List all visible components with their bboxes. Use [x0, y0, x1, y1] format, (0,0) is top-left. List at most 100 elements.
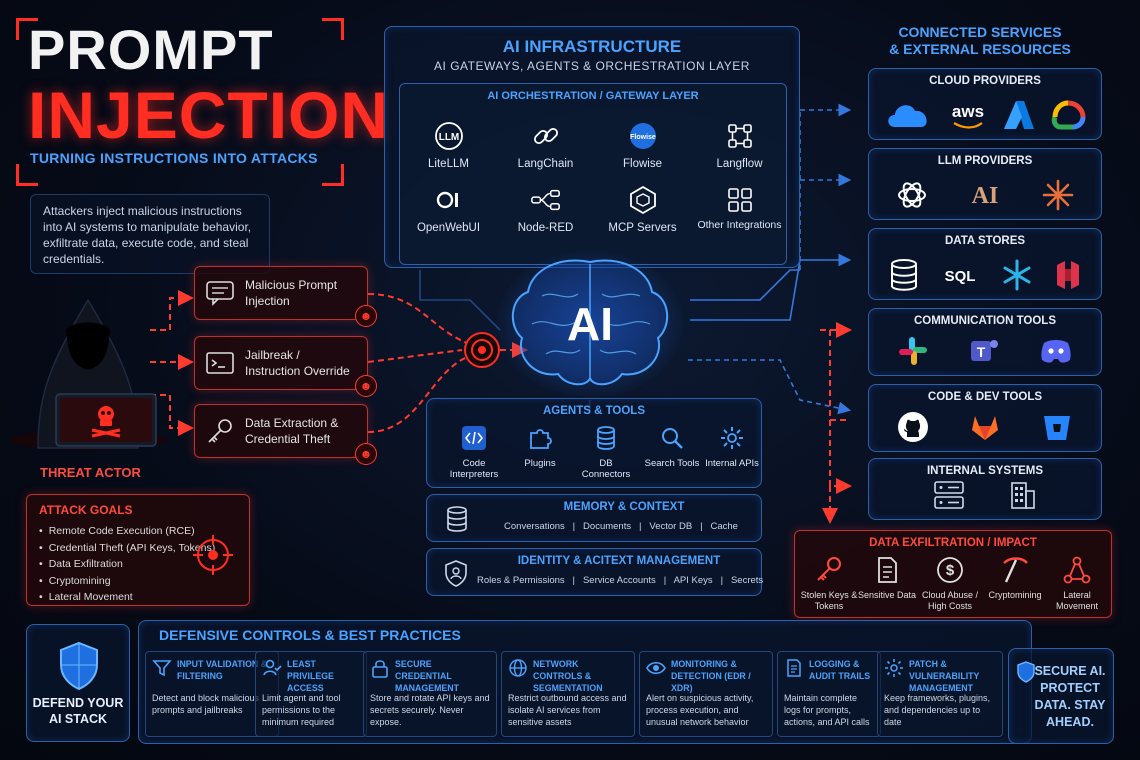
svg-text:LLM: LLM [438, 132, 459, 143]
filter-icon [152, 660, 172, 677]
shield-icon [60, 641, 98, 691]
network-icon [1063, 556, 1091, 584]
list-item: Credential Theft (API Keys, Tokens) [39, 540, 237, 557]
terminal-icon [206, 352, 234, 374]
service-title: DATA STORES [944, 235, 1026, 247]
ai-infrastructure-title: AI INFRASTRUCTURE [502, 37, 682, 56]
agent-tool-db-connectors[interactable]: DB Connectors [575, 425, 637, 480]
brain-label: AI [567, 298, 613, 350]
agent-tool-label: Internal APIs [705, 458, 759, 469]
svg-text:$: $ [946, 562, 955, 579]
user-check-icon [263, 659, 282, 676]
impact-lateral-movement: Lateral Movement [1047, 555, 1107, 612]
chain-link-icon [530, 120, 562, 152]
control-desc: Restrict outbound access and isolate AI … [508, 693, 627, 727]
intro-description: Attackers inject malicious instructions … [30, 194, 270, 274]
discord-logo [1041, 340, 1071, 363]
tool-langflow[interactable]: Langflow [691, 120, 788, 170]
control-desc: Detect and block malicious prompts and j… [152, 693, 260, 715]
agent-tool-label: Search Tools [644, 458, 700, 469]
service-code-dev-tools[interactable]: CODE & DEV TOOLS [868, 384, 1102, 452]
memory-context-panel: MEMORY & CONTEXT Conversations | Documen… [426, 494, 762, 542]
tool-mcp-servers[interactable]: MCP Servers [594, 184, 691, 234]
devil-icon: ☻ [355, 305, 377, 327]
control-desc: Alert on suspicious activity, process ex… [646, 693, 754, 727]
control-title: LOGGING & AUDIT TRAILS [809, 659, 871, 681]
svg-text:AI: AI [972, 183, 999, 209]
control-patch-management[interactable]: PATCH & VULNERABILITY MANAGEMENT Keep fr… [877, 651, 1003, 737]
search-icon [662, 428, 683, 449]
defensive-controls-title: DEFENSIVE CONTROLS & BEST PRACTICES [159, 627, 461, 643]
agent-tool-search-tools[interactable]: Search Tools [641, 425, 703, 469]
document-icon [878, 557, 897, 583]
attack-label: Data Extraction & Credential Theft [245, 416, 339, 446]
attack-data-extraction[interactable]: Data Extraction & Credential Theft ☻ [194, 404, 377, 465]
attack-jailbreak[interactable]: Jailbreak / Instruction Override ☻ [194, 336, 377, 397]
service-data-stores[interactable]: DATA STORES SQL [868, 228, 1102, 300]
gear-shield-icon [885, 659, 903, 677]
tool-langchain[interactable]: LangChain [497, 120, 594, 170]
code-icon [462, 426, 486, 450]
defend-badge: DEFEND YOUR AI STACK [26, 624, 130, 742]
control-secure-credentials[interactable]: SECURE CREDENTIAL MANAGEMENT Store and r… [363, 651, 497, 737]
chat-icon [206, 281, 234, 306]
control-monitoring-detection[interactable]: MONITORING & DETECTION (EDR / XDR) Alert… [639, 651, 773, 737]
agent-tool-internal-apis[interactable]: Internal APIs [701, 425, 763, 469]
control-desc: Limit agent and tool permissions to the … [262, 693, 341, 727]
connected-services-title-line2: & EXTERNAL RESOURCES [889, 41, 1071, 57]
service-llm-providers[interactable]: LLM PROVIDERS AI [868, 148, 1102, 220]
page-title-line2: INJECTION [28, 78, 390, 152]
flowise-icon: Flowise [627, 120, 659, 152]
tool-litellm[interactable]: LLM LiteLLM [400, 120, 497, 170]
list-item: Data Exfiltration [39, 556, 237, 573]
tool-flowise[interactable]: Flowise Flowise [594, 120, 691, 170]
brain-icon: AI [494, 248, 686, 400]
tool-label: LiteLLM [428, 158, 469, 170]
service-communication-tools[interactable]: COMMUNICATION TOOLS T [868, 308, 1102, 376]
control-title: LEAST PRIVILEGE ACCESS [287, 659, 334, 693]
connected-services-title: CONNECTED SERVICES & EXTERNAL RESOURCES [880, 24, 1080, 58]
agents-tools-title: AGENTS & TOOLS [542, 405, 646, 417]
gear-icon [721, 427, 743, 449]
azure-logo [1004, 101, 1035, 129]
pickaxe-icon [1003, 557, 1028, 583]
ai-infrastructure-panel: AI INFRASTRUCTURE AI GATEWAYS, AGENTS & … [384, 26, 800, 268]
control-title: SECURE CREDENTIAL MANAGEMENT [395, 659, 460, 693]
service-title: COMMUNICATION TOOLS [913, 315, 1057, 327]
service-cloud-providers[interactable]: CLOUD PROVIDERS aws [868, 68, 1102, 140]
grid-icon [724, 184, 756, 216]
control-desc: Store and rotate API keys and secrets se… [370, 693, 490, 727]
attack-label: Malicious Prompt Injection [245, 278, 338, 308]
dollar-icon: $ [937, 557, 963, 583]
redshift-icon [1057, 261, 1080, 289]
service-internal-systems[interactable]: INTERNAL SYSTEMS [868, 458, 1102, 520]
globe-icon [509, 659, 527, 677]
litellm-icon: LLM [433, 120, 465, 152]
tool-openwebui[interactable]: OpenWebUI [400, 184, 497, 234]
sparkle-logo [1042, 179, 1073, 211]
tool-label: Other Integrations [697, 219, 782, 231]
agent-tool-code-interpreters[interactable]: Code Interpreters [443, 425, 505, 480]
openwebui-icon [433, 184, 465, 216]
agent-tool-plugins[interactable]: Plugins [509, 425, 571, 469]
service-title: INTERNAL SYSTEMS [926, 465, 1044, 477]
control-network-segmentation[interactable]: NETWORK CONTROLS & SEGMENTATION Restrict… [501, 651, 635, 737]
service-title: CODE & DEV TOOLS [927, 391, 1043, 403]
control-title: PATCH & VULNERABILITY MANAGEMENT [909, 659, 980, 693]
impact-label: Cryptomining [988, 590, 1042, 600]
control-least-privilege[interactable]: LEAST PRIVILEGE ACCESS Limit agent and t… [255, 651, 367, 737]
tool-node-red[interactable]: Node-RED [497, 184, 594, 234]
secure-message: SECURE AI. PROTECT DATA. STAY AHEAD. [1034, 664, 1106, 729]
control-logging-audit[interactable]: LOGGING & AUDIT TRAILS Maintain complete… [777, 651, 881, 737]
node-red-icon [530, 184, 562, 216]
secure-ai-badge: SECURE AI. PROTECT DATA. STAY AHEAD. [1008, 648, 1114, 744]
tool-other-integrations[interactable]: Other Integrations [691, 184, 788, 231]
cloud-icon [888, 105, 927, 127]
devil-icon: ☻ [355, 375, 377, 397]
bitbucket-logo [1044, 416, 1070, 440]
title-block [16, 18, 344, 186]
attack-malicious-prompt-injection[interactable]: Malicious Prompt Injection ☻ [194, 266, 377, 327]
service-title: LLM PROVIDERS [937, 155, 1033, 167]
server-icon [934, 481, 964, 509]
identity-management-panel: IDENTITY & ACITEXT MANAGEMENT Roles & Pe… [426, 548, 763, 596]
